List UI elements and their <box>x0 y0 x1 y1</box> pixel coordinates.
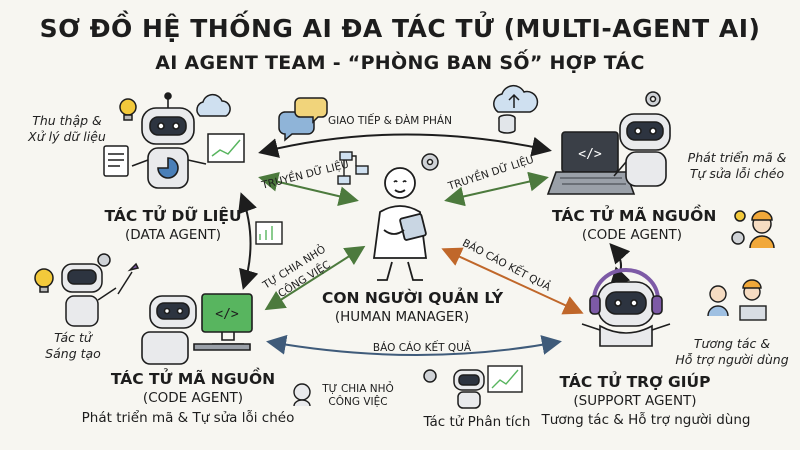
human-manager-figure <box>372 167 428 281</box>
data-agent-note: Thu thập & Xử lý dữ liệu <box>28 113 106 144</box>
monitor-icon: </> <box>193 293 253 351</box>
engineer-avatar <box>749 210 775 249</box>
data-agent-name: TÁC TỬ DỮ LIỆU <box>104 207 242 225</box>
code-agent-right-label: TÁC TỬ MÃ NGUỒN (CODE AGENT) <box>552 206 717 244</box>
manager-name: CON NGƯỜI QUẢN LÝ <box>322 289 504 307</box>
support-agent-desc: Tương tác & Hỗ trợ người dùng <box>541 412 751 428</box>
arrow-codeleft-to-manager <box>264 245 366 311</box>
gear-icon-3 <box>421 153 439 171</box>
document-icon <box>103 145 129 177</box>
code-agent-left-sub: (CODE AGENT) <box>142 390 244 406</box>
edge-label-transfer-left: TRUYỀN DỮ LIỆU <box>259 157 350 192</box>
database-icon <box>498 114 516 134</box>
page-subtitle: AI AGENT TEAM - “PHÒNG BAN SỐ” HỢP TÁC <box>155 52 645 74</box>
code-agent-left-label: TÁC TỬ MÃ NGUỒN (CODE AGENT) <box>108 369 278 407</box>
code-agent-left-name: TÁC TỬ MÃ NGUỒN <box>110 370 276 388</box>
manager-label: CON NGƯỜI QUẢN LÝ (HUMAN MANAGER) <box>322 288 504 326</box>
data-agent-sub: (DATA AGENT) <box>125 227 221 243</box>
gear-icon <box>645 91 661 107</box>
arrow-code-to-manager <box>444 171 549 207</box>
svg-text:</>: </> <box>578 147 602 162</box>
code-agent-left-robot <box>141 295 197 365</box>
lightbulb-icon-3 <box>34 268 54 293</box>
code-agent-left-desc: Phát triển mã & Tự sửa lỗi chéo <box>81 410 295 426</box>
chat-bubble-icon <box>278 97 328 142</box>
edge-label-report-bottom: BÁO CÁO KẾT QUẢ <box>373 340 472 354</box>
bar-chart-icon <box>207 133 245 163</box>
arrow-data-to-code <box>258 133 552 158</box>
cloud-upload-icon <box>493 84 539 113</box>
chart-icon-bottom <box>487 365 523 393</box>
chart-icon-center <box>255 221 283 245</box>
arrow-data-to-codeleft <box>238 192 259 290</box>
data-agent-label: TÁC TỬ DỮ LIỆU (DATA AGENT) <box>98 206 248 244</box>
creative-agent-note: Tác tử Sáng tạo <box>45 330 101 361</box>
code-agent-note: Phát triển mã & Tự sửa lỗi chéo <box>687 150 787 181</box>
code-agent-laptop: </> <box>546 131 636 195</box>
edge-label-transfer-right: TRUYỀN DỮ LIỆU <box>445 152 535 193</box>
code-agent-right-sub: (CODE AGENT) <box>581 227 683 243</box>
users-avatars <box>707 279 767 321</box>
gear-icon-5 <box>423 369 437 383</box>
svg-text:</>: </> <box>215 307 239 322</box>
support-agent-label: TÁC TỬ TRỢ GIÚP (SUPPORT AGENT) <box>550 372 720 410</box>
arrow-data-to-manager <box>258 171 359 207</box>
support-agent-sub: (SUPPORT AGENT) <box>573 393 697 409</box>
gear-icon-4 <box>97 253 111 267</box>
arrow-code-to-support <box>609 243 631 288</box>
support-agent-name: TÁC TỬ TRỢ GIÚP <box>559 373 711 391</box>
small-robot-icon <box>293 383 311 407</box>
support-agent-robot <box>581 268 671 347</box>
gear-icon-2 <box>731 231 745 245</box>
paintbrush-icon <box>117 262 140 295</box>
edge-label-split-bottom-2: CÔNG VIỆC <box>328 395 387 408</box>
edge-label-split-bottom-1: TỰ CHIA NHỎ <box>321 381 394 395</box>
flowchart-icon <box>337 151 369 185</box>
page-title: SƠ ĐỒ HỆ THỐNG AI ĐA TÁC TỬ (MULTI-AGENT… <box>39 14 761 43</box>
edge-label-report-right: BÁO CÁO KẾT QUẢ <box>460 235 554 294</box>
lightbulb-icon-2 <box>734 210 746 222</box>
edge-labels: GIAO TIẾP & ĐÀM PHÁN TRUYỀN DỮ LIỆU TRUY… <box>259 113 554 408</box>
creative-agent-robot <box>61 263 117 327</box>
cloud-icon <box>196 93 231 117</box>
edge-label-negotiate: GIAO TIẾP & ĐÀM PHÁN <box>328 113 452 127</box>
lightbulb-icon <box>119 98 137 121</box>
code-agent-robot <box>613 113 671 187</box>
arrow-codeleft-to-support <box>266 334 562 356</box>
support-agent-note: Tương tác & Hỗ trợ người dùng <box>675 336 789 367</box>
manager-sub: (HUMAN MANAGER) <box>334 309 470 325</box>
analysis-agent-label: Tác tử Phân tích <box>423 414 531 430</box>
analysis-agent-robot <box>453 369 485 409</box>
connection-arrows <box>238 133 631 356</box>
arrow-support-to-manager <box>441 247 584 315</box>
code-agent-right-name: TÁC TỬ MÃ NGUỒN <box>552 207 717 225</box>
data-agent-robot <box>131 92 207 189</box>
